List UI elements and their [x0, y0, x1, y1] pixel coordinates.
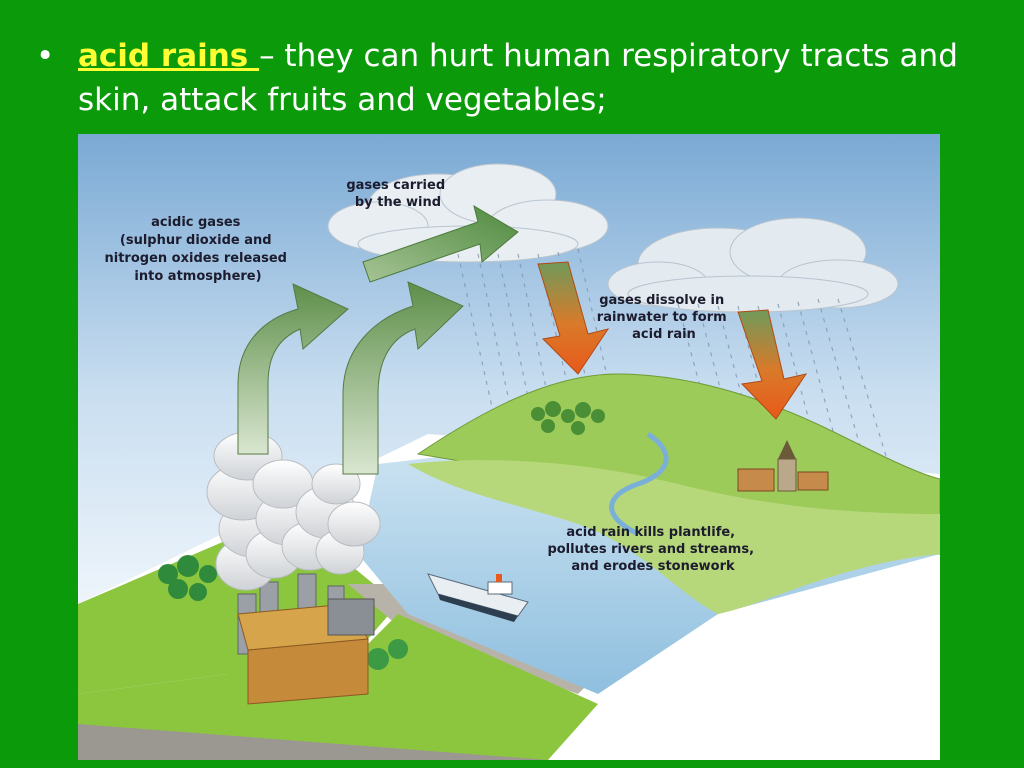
label-acidic-gases-line-4: into atmosphere) — [134, 269, 261, 284]
label-gases-dissolve-line-1: gases dissolve in — [599, 293, 724, 308]
smoke-plumes — [206, 431, 381, 591]
arrow-gases-rising-right — [342, 281, 464, 475]
bullet-icon: • — [36, 38, 55, 74]
arrow-wind — [362, 204, 519, 283]
bullet-text: acid rains – they can hurt human respira… — [78, 34, 988, 122]
trees-left — [158, 555, 217, 601]
arrow-acid-rain-right — [737, 309, 808, 420]
label-acid-rain-effects: acid rain kills plantlife, pollutes rive… — [547, 525, 758, 574]
village — [737, 440, 829, 492]
trees-hill — [531, 401, 605, 435]
ship — [427, 573, 529, 622]
label-acid-rain-effects-line-1: acid rain kills plantlife, — [566, 525, 735, 540]
platform-edge — [78, 724, 548, 760]
hill-bank — [408, 460, 940, 614]
label-acidic-gases-line-1: acidic gases — [151, 215, 241, 230]
arrow-acid-rain-left — [537, 261, 610, 375]
bullet-term: acid rains — [78, 38, 260, 74]
label-gases-dissolve-line-2: rainwater to form — [597, 310, 727, 325]
label-gases-dissolve: gases dissolve in rainwater to form acid… — [597, 293, 731, 342]
label-gases-wind-line-1: gases carried — [346, 178, 445, 193]
label-gases-wind: gases carried by the wind — [346, 178, 449, 210]
label-acid-rain-effects-line-2: pollutes rivers and streams, — [547, 542, 754, 557]
acid-rain-illustration: acidic gases (sulphur dioxide and nitrog… — [78, 134, 940, 760]
label-acidic-gases-line-2: (sulphur dioxide and — [120, 233, 272, 248]
stream — [609, 431, 669, 537]
label-acidic-gases-line-3: nitrogen oxides released — [105, 251, 287, 266]
arrow-gases-rising-left — [237, 283, 349, 455]
factory — [237, 573, 375, 705]
cloud-left — [327, 163, 609, 263]
label-gases-wind-line-2: by the wind — [355, 195, 441, 210]
label-acid-rain-effects-line-3: and erodes stonework — [571, 559, 735, 574]
bullet-description: – they can hurt human respiratory tracts… — [78, 38, 958, 118]
label-gases-dissolve-line-3: acid rain — [632, 327, 696, 342]
label-acidic-gases: acidic gases (sulphur dioxide and nitrog… — [105, 215, 292, 284]
cloud-right — [607, 217, 899, 313]
acid-rain-diagram: acidic gases (sulphur dioxide and nitrog… — [78, 134, 940, 760]
